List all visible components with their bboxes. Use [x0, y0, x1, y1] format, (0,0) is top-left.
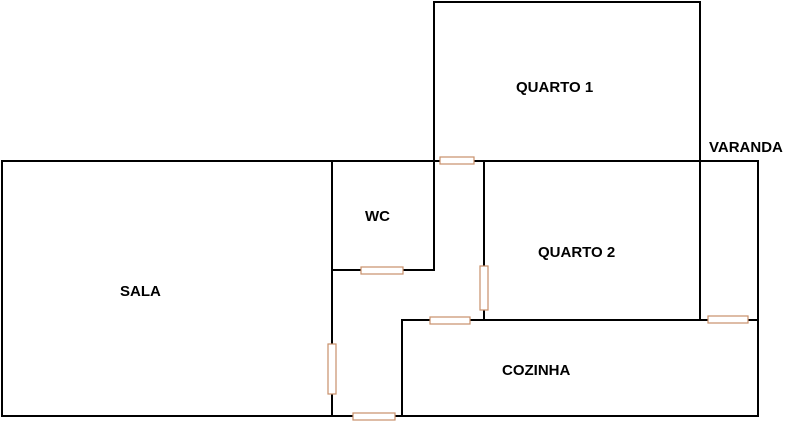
doors — [327, 156, 749, 421]
room-labels: QUARTO 1 VARANDA WC QUARTO 2 SALA COZINH… — [120, 79, 783, 379]
door-varanda — [707, 315, 749, 324]
door-quarto2 — [479, 265, 489, 311]
door-entrance — [352, 412, 396, 421]
label-wc: WC — [365, 208, 390, 225]
door-wc — [360, 266, 404, 275]
label-quarto1: QUARTO 1 — [516, 79, 593, 96]
label-varanda: VARANDA — [709, 139, 783, 156]
label-quarto2: QUARTO 2 — [538, 244, 615, 261]
door-quarto1 — [439, 156, 475, 165]
label-cozinha: COZINHA — [502, 362, 570, 379]
door-cozinha — [429, 316, 471, 325]
door-sala — [327, 343, 337, 395]
label-sala: SALA — [120, 283, 161, 300]
